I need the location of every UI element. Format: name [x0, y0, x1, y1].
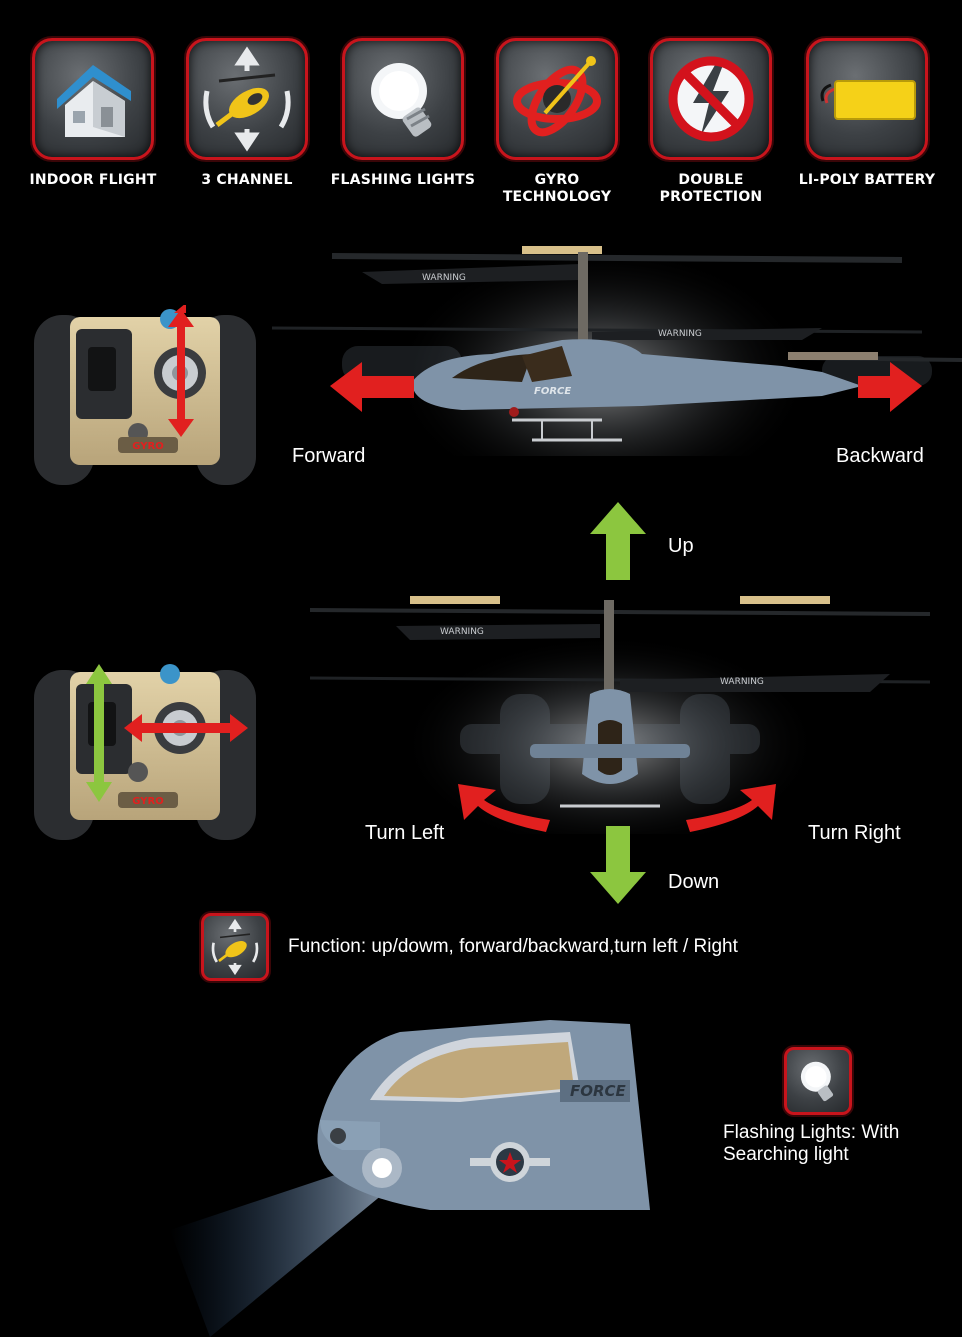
up-label: Up: [668, 535, 694, 557]
battery-icon: [806, 38, 928, 160]
warning-label-4: WARNING: [720, 677, 764, 687]
gyro-label-2: GYRO: [132, 796, 163, 807]
helicopter-cockpit-closeup: FORCE: [170, 1010, 670, 1337]
no-lightning-icon: [650, 38, 772, 160]
forward-label: Forward: [292, 445, 366, 467]
force-label: FORCE: [534, 386, 571, 397]
feature-label: DOUBLE PROTECTION: [659, 172, 763, 205]
turn-right-arrow-icon: [686, 784, 776, 832]
backward-arrow-icon: [858, 362, 922, 412]
feature-double-protection: DOUBLE PROTECTION: [636, 38, 786, 206]
gyro-icon: [496, 38, 618, 160]
force-label-2: FORCE: [570, 1082, 627, 1100]
feature-flashing-lights: FLASHING LIGHTS: [328, 38, 478, 189]
backward-label: Backward: [836, 445, 924, 467]
feature-gyro: GYRO TECHNOLOGY: [482, 38, 632, 206]
down-arrow-icon: [590, 826, 646, 904]
up-down-arrow-icon: [168, 305, 194, 437]
helicopter-side-view: WARNING WARNING FORCE: [262, 236, 962, 456]
remote-control-forward-backward: GYRO: [30, 305, 260, 490]
remote-control-up-down-turn: GYRO: [30, 660, 260, 845]
forward-arrow-icon: [330, 362, 414, 412]
helicopter-arrows-icon: [201, 913, 269, 981]
feature-row: INDOOR FLIGHT 3 CHANNEL: [0, 38, 962, 218]
flashing-lights-description: Flashing Lights: With Searching light: [723, 1122, 900, 1165]
down-label: Down: [668, 871, 720, 893]
helicopter-front-view: WARNING WARNING: [300, 584, 940, 834]
helicopter-arrows-icon: [186, 38, 308, 160]
feature-indoor-flight: INDOOR FLIGHT: [18, 38, 168, 189]
feature-label: FLASHING LIGHTS: [330, 172, 476, 188]
feature-label: LI-POLY BATTERY: [798, 172, 936, 188]
gyro-label: GYRO: [132, 441, 163, 452]
feature-label: 3 CHANNEL: [201, 172, 293, 188]
light-bulb-icon: [784, 1047, 852, 1115]
feature-3-channel: 3 CHANNEL: [172, 38, 322, 189]
warning-label-3: WARNING: [440, 627, 484, 637]
feature-label: INDOOR FLIGHT: [29, 172, 157, 188]
turn-arrow-icon: [124, 714, 248, 742]
turn-left-arrow-icon: [458, 784, 550, 832]
light-bulb-icon: [342, 38, 464, 160]
turn-left-label: Turn Left: [365, 822, 445, 844]
warning-label: WARNING: [422, 273, 466, 283]
throttle-arrow-icon: [86, 664, 112, 802]
warning-label-2: WARNING: [658, 329, 702, 339]
up-arrow-icon: [590, 502, 646, 580]
feature-label: GYRO TECHNOLOGY: [502, 172, 612, 205]
function-description: Function: up/dowm, forward/backward,turn…: [288, 936, 738, 957]
feature-li-poly-battery: LI-POLY BATTERY: [792, 38, 942, 189]
turn-right-label: Turn Right: [808, 822, 901, 844]
house-icon: [32, 38, 154, 160]
